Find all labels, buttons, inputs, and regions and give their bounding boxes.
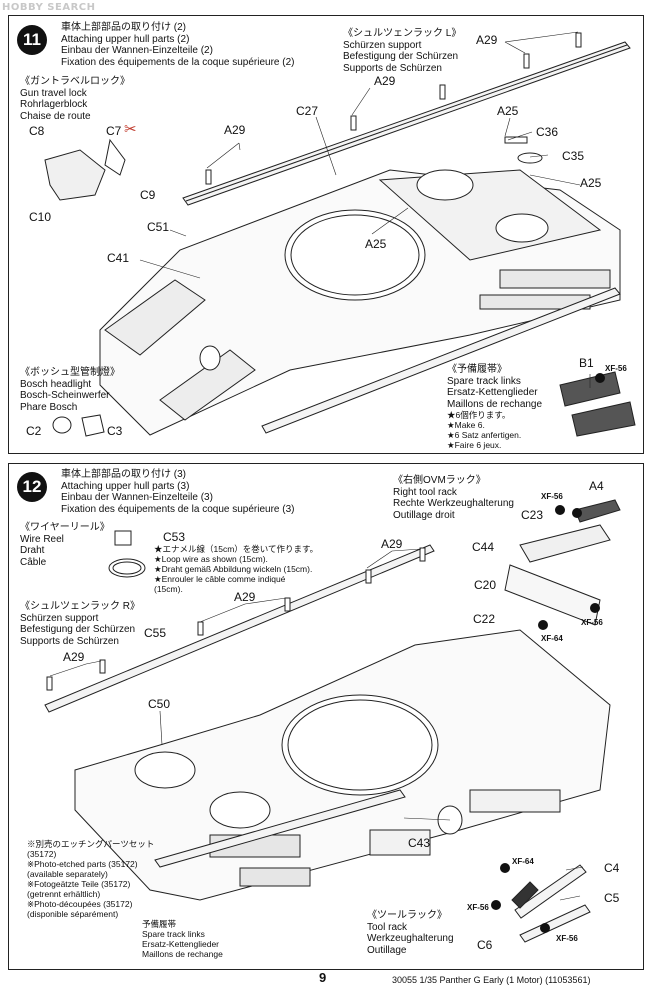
part-a25: A25 [580, 176, 602, 190]
part-a29: A29 [63, 650, 85, 664]
paint-xf56: XF-56 [556, 934, 578, 943]
paint-xf56: XF-56 [581, 618, 603, 627]
part-a25: A25 [365, 237, 387, 251]
heading-en: Attaching upper hull parts (2) [61, 33, 190, 45]
schurzen-support-l-label: 《シュルツェンラック L》 Schürzen support Befestigu… [343, 28, 462, 74]
heading-fr: Fixation des équipements de la coque sup… [61, 56, 295, 68]
part-c5: C5 [604, 891, 620, 905]
part-c51: C51 [147, 220, 170, 234]
bosch-headlight-label: 《ボッシュ型管制燈》 Bosch headlight Bosch-Scheinw… [20, 367, 120, 413]
part-a29: A29 [374, 74, 396, 88]
step-12-number: 12 [17, 472, 47, 502]
paint-xf64: XF-64 [512, 857, 534, 866]
paint-xf56: XF-56 [541, 492, 563, 501]
part-a29: A29 [476, 33, 498, 47]
wire-reel-note: ★エナメル線（15cm）を巻いて作ります。 ★Loop wire as show… [154, 544, 319, 594]
step-11-number: 11 [17, 25, 47, 55]
part-c6: C6 [477, 938, 493, 952]
paint-xf56: XF-56 [467, 903, 489, 912]
cut-scissors-icon: ✂ [124, 121, 137, 138]
part-c27: C27 [296, 104, 319, 118]
part-c3: C3 [107, 424, 123, 438]
part-b1: B1 [579, 356, 594, 370]
part-a25: A25 [497, 104, 519, 118]
paint-xf56: XF-56 [605, 364, 627, 373]
part-c8: C8 [29, 124, 45, 138]
product-code: 30055 1/35 Panther G Early (1 Motor) (11… [392, 975, 591, 985]
step-12-heading: 車体上部部品の取り付け (3) Attaching upper hull par… [61, 469, 295, 515]
part-c44: C44 [472, 540, 495, 554]
spare-track-label-11: 《予備履帯》 Spare track links Ersatz-Kettengl… [447, 364, 543, 450]
spare-track-label-12: 予備履帯 Spare track links Ersatz-Kettenglie… [142, 919, 223, 959]
part-c7: C7 [106, 124, 122, 138]
part-c55: C55 [144, 626, 167, 640]
part-a29: A29 [381, 537, 403, 551]
gun-travel-lock-label: 《ガントラベルロック》 Gun travel lock Rohrlagerblo… [20, 76, 130, 122]
part-c36: C36 [536, 125, 559, 139]
part-c20: C20 [474, 578, 497, 592]
photo-etched-note: ※別売のエッチングパーツセット (35172) ※Photo-etched pa… [27, 839, 155, 919]
part-c35: C35 [562, 149, 585, 163]
part-a29: A29 [234, 590, 256, 604]
watermark-logo: HOBBY SEARCH [2, 2, 96, 13]
part-c53: C53 [163, 530, 186, 544]
part-a29: A29 [224, 123, 246, 137]
tool-rack-label: 《ツールラック》 Tool rack Werkzeughalterung Out… [367, 910, 454, 956]
right-tool-rack-label: 《右側OVMラック》 Right tool rack Rechte Werkze… [393, 475, 514, 521]
wire-reel-label: 《ワイヤーリール》 Wire Reel Draht Câble [20, 522, 110, 568]
part-c23: C23 [521, 508, 544, 522]
part-c4: C4 [604, 861, 620, 875]
part-c50: C50 [148, 697, 171, 711]
part-c41: C41 [107, 251, 130, 265]
part-c10: C10 [29, 210, 52, 224]
part-a4: A4 [589, 479, 604, 493]
paint-xf64: XF-64 [541, 634, 563, 643]
part-c9: C9 [140, 188, 156, 202]
part-c43: C43 [408, 836, 431, 850]
heading-jp: 車体上部部品の取り付け (2) [61, 22, 186, 33]
part-c22: C22 [473, 612, 496, 626]
part-c2: C2 [26, 424, 42, 438]
schurzen-support-r-label: 《シュルツェンラック R》 Schürzen support Befestigu… [20, 601, 140, 647]
page-number: 9 [319, 970, 327, 985]
step-11-heading: 車体上部部品の取り付け (2) Attaching upper hull par… [61, 22, 294, 68]
heading-de: Einbau der Wannen-Einzelteile (2) [61, 45, 213, 56]
